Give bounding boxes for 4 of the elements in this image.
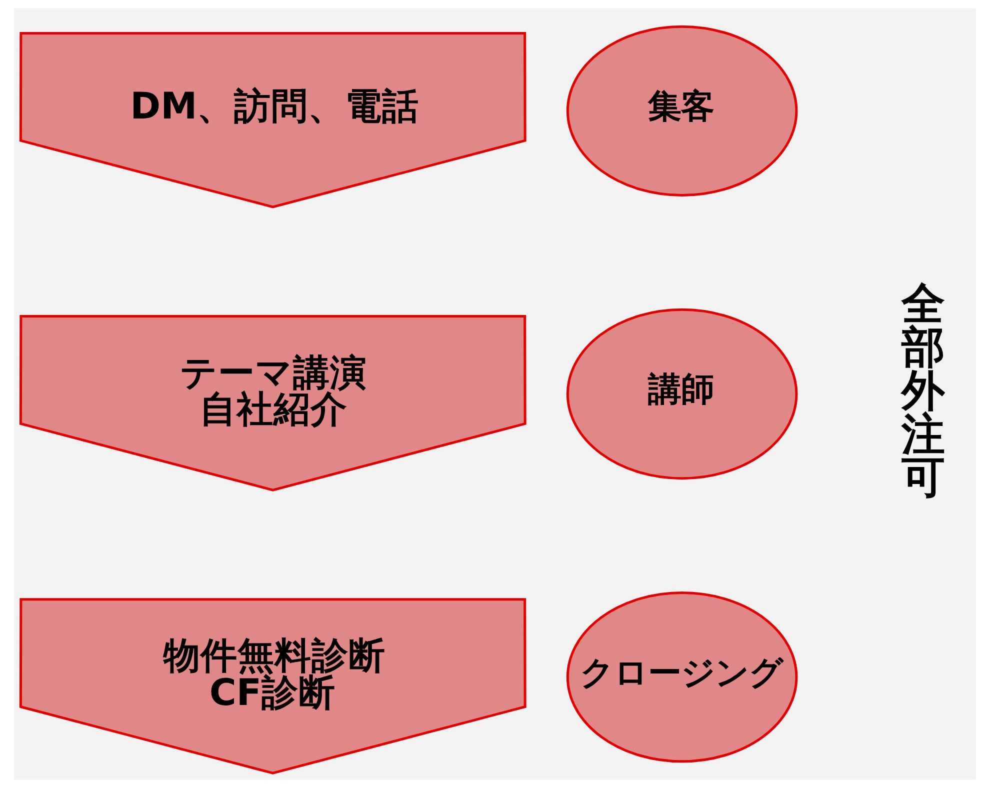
- label: 全部外注可: [902, 280, 945, 504]
- node-ellipse: 集客: [566, 25, 798, 196]
- node-ellipse: 講師: [566, 308, 798, 480]
- node-ellipse: クロージング: [566, 592, 798, 763]
